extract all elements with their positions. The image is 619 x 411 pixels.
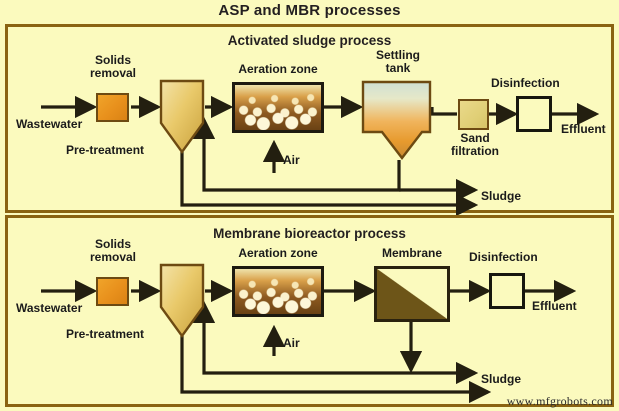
asp-flow-lines [41, 95, 600, 217]
mbr-pretreatment-tank [159, 263, 205, 339]
mbr-aeration-zone [232, 266, 324, 317]
mbr-label-disinfection: Disinfection [469, 250, 538, 264]
asp-label-settling-tank-1: Settling [376, 48, 420, 62]
mbr-solids-removal-unit [96, 277, 129, 306]
asp-sand-filtration-unit [458, 99, 489, 130]
mbr-label-wastewater: Wastewater [16, 301, 83, 315]
asp-label-pretreatment: Pre-treatment [66, 143, 145, 157]
asp-disinfection-unit [516, 96, 552, 132]
asp-label-sand-filtration-2: filtration [451, 144, 499, 158]
asp-label-disinfection: Disinfection [491, 76, 560, 90]
asp-settling-tank [361, 80, 432, 160]
asp-label-aeration-zone: Aeration zone [238, 62, 318, 76]
mbr-panel-title: Membrane bioreactor process [213, 226, 406, 241]
mbr-membrane-unit [374, 266, 450, 322]
asp-label-solids-removal-2: removal [89, 66, 137, 80]
asp-aeration-zone [232, 82, 324, 133]
line-return-activated-sludge [192, 116, 401, 192]
mbr-label-sludge: Sludge [481, 372, 522, 386]
asp-label-solids-removal-1: Solids [94, 53, 131, 67]
panel-membrane-bioreactor-process: Membrane bioreactor process [5, 215, 614, 407]
asp-label-sand-filtration-1: Sand [460, 131, 490, 145]
asp-pretreatment-tank [159, 79, 205, 155]
mbr-label-aeration-zone: Aeration zone [238, 246, 318, 260]
asp-solids-removal-unit [96, 93, 129, 122]
mbr-label-effluent: Effluent [532, 299, 577, 313]
asp-label-effluent: Effluent [561, 122, 606, 136]
mbr-label-solids-removal-2: removal [89, 250, 137, 264]
watermark: www.mfgrobots.com [506, 394, 613, 408]
arrow-sludge-from-pretreatment [180, 152, 479, 217]
asp-label-settling-tank-2: tank [385, 61, 411, 75]
asp-panel-title: Activated sludge process [227, 33, 392, 48]
mbr-label-solids-removal-1: Solids [94, 237, 131, 251]
asp-label-sludge: Sludge [481, 189, 522, 203]
mbr-disinfection-unit [489, 273, 525, 309]
panel-activated-sludge-process: Activated sludge process [5, 24, 614, 217]
mbr-label-membrane: Membrane [381, 246, 443, 260]
line-return-mixed-liquor [192, 300, 411, 375]
mbr-label-pretreatment: Pre-treatment [66, 327, 145, 341]
arrow-sludge-from-pretreatment [180, 336, 492, 404]
line-settling-to-sand [430, 107, 457, 116]
mbr-flow-lines [41, 279, 577, 404]
mbr-label-air: Air [283, 336, 300, 350]
page-title: ASP and MBR processes [218, 2, 401, 19]
asp-label-air: Air [283, 153, 300, 167]
asp-label-wastewater: Wastewater [16, 117, 83, 131]
